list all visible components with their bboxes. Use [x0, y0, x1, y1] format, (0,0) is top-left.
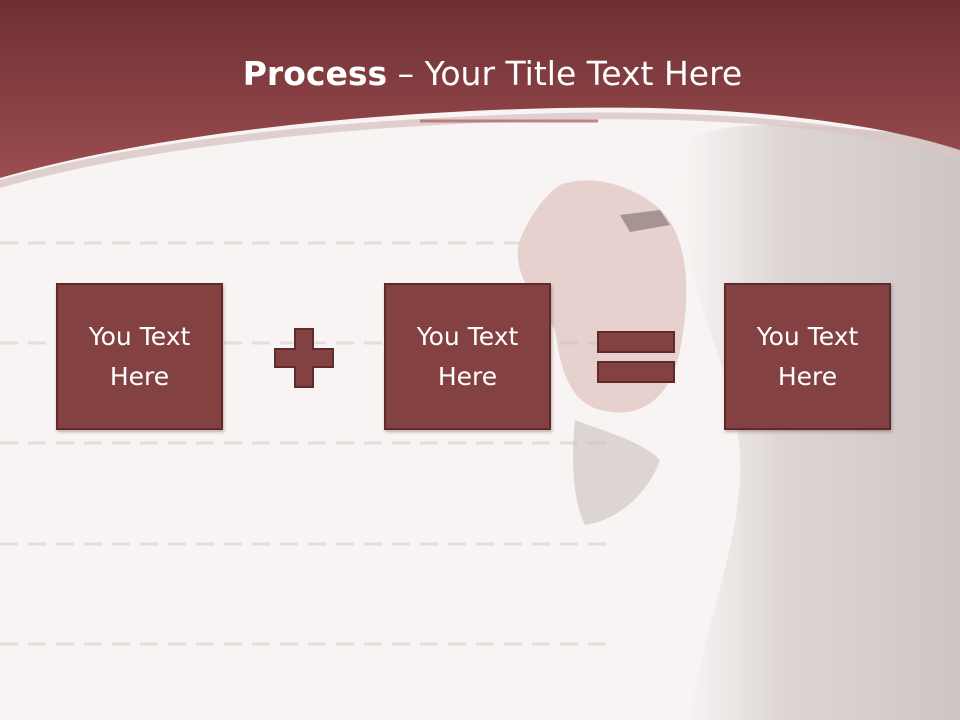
- header-band: [0, 0, 960, 178]
- text-box-1[interactable]: You Text Here: [56, 283, 223, 430]
- text-box-2-label: You Text Here: [416, 321, 519, 391]
- text-box-2[interactable]: You Text Here: [384, 283, 551, 430]
- arm-shadow: [573, 420, 660, 525]
- title-rest: – Your Title Text Here: [387, 54, 743, 93]
- title-bold: Process: [242, 54, 388, 93]
- plus-icon: [274, 328, 334, 388]
- slide-title: Process – Your Title Text Here: [0, 52, 960, 96]
- hand-shape: [517, 180, 687, 413]
- equals-icon: [597, 331, 675, 383]
- text-box-3[interactable]: You Text Here: [724, 283, 891, 430]
- text-box-1-label: You Text Here: [88, 321, 191, 391]
- text-box-3-label: You Text Here: [756, 321, 859, 391]
- marker-shape: [620, 210, 670, 232]
